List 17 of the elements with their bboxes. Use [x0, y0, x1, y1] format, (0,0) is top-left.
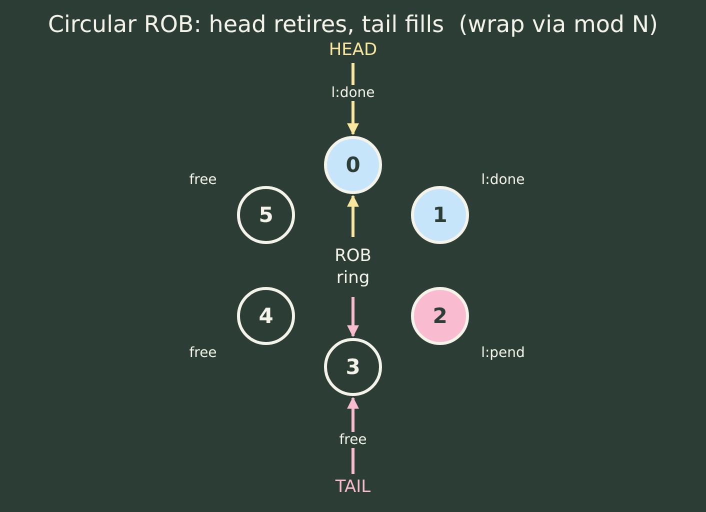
slot-circle: [324, 338, 382, 396]
slot-number: 4: [258, 304, 274, 328]
status-label: l:pend: [479, 345, 527, 361]
slot-number: 0: [346, 153, 360, 177]
arrow: [347, 194, 359, 237]
pointer-label: ROB ring: [323, 245, 383, 289]
slot-circle: [237, 186, 295, 244]
slot-circle: [237, 287, 295, 345]
pointer-label: TAIL: [323, 476, 383, 498]
pointer-label: HEAD: [323, 39, 383, 61]
slot-number: 1: [432, 203, 448, 227]
arrow: [347, 297, 359, 338]
slot-number: 5: [258, 203, 274, 227]
slot-number: 3: [346, 355, 360, 379]
diagram-title: Circular ROB: head retires, tail fills (wrap via mod N): [46, 12, 660, 38]
slot-number: 2: [432, 304, 448, 328]
status-label: free: [337, 432, 369, 448]
